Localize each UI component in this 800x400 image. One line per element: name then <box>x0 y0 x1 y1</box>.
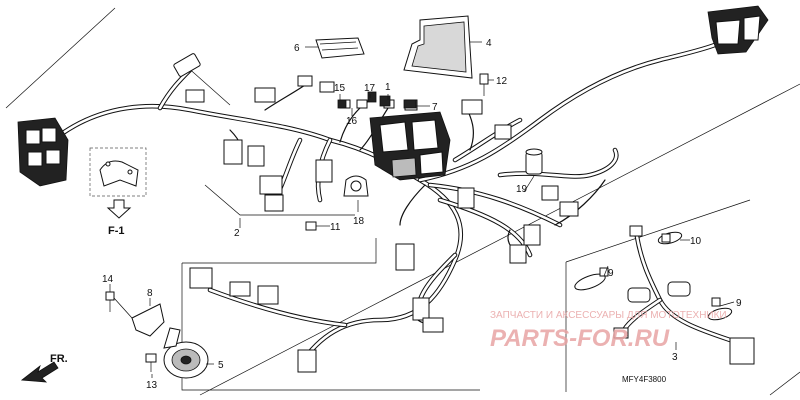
callout-11: 11 <box>330 222 341 233</box>
f1-reference-box <box>89 147 147 219</box>
callout-9a: 9 <box>608 268 614 279</box>
callout-14: 14 <box>102 274 114 285</box>
left-connector-block <box>17 117 69 187</box>
fuse-box-cluster <box>369 111 451 181</box>
callout-12: 12 <box>496 76 508 87</box>
part-11-bolt <box>305 221 317 231</box>
top-right-connector <box>707 5 769 55</box>
callout-10: 10 <box>690 236 702 247</box>
small-relays <box>337 91 417 109</box>
callout-18: 18 <box>353 216 365 227</box>
watermark-text: ЗАПЧАСТИ И АКСЕССУАРЫ ДЛЯ МОТОТЕХНИКИ <box>490 310 727 321</box>
callout-4: 4 <box>486 38 492 49</box>
front-arrow: FR. <box>20 353 68 383</box>
f1-arrow-icon <box>106 199 132 219</box>
callout-2: 2 <box>234 228 240 239</box>
leader-lines <box>109 41 735 378</box>
callout-5: 5 <box>218 360 224 371</box>
part-4-cover <box>403 15 473 79</box>
part-12-bolt <box>479 73 489 96</box>
callouts: 1 2 3 4 5 6 7 8 9 9 10 11 12 13 14 15 16… <box>102 38 742 391</box>
part-18-clamp <box>343 175 369 197</box>
part-19-canister <box>525 148 543 175</box>
diagram-code: MFY4F3800 <box>622 375 667 384</box>
callout-15: 15 <box>334 83 346 94</box>
part-6-control-unit <box>315 37 365 59</box>
figure-ref-label: F-1 <box>108 225 125 237</box>
callout-9b: 9 <box>736 298 742 309</box>
part-5-horn <box>163 327 209 379</box>
watermark: ЗАПЧАСТИ И АКСЕССУАРЫ ДЛЯ МОТОТЕХНИКИ PA… <box>490 310 727 352</box>
callout-1: 1 <box>385 82 391 93</box>
part-13-bolt <box>145 353 157 372</box>
callout-17: 17 <box>364 83 376 94</box>
callout-3: 3 <box>672 352 678 363</box>
cable-ties <box>574 231 733 321</box>
part-8-bracket <box>105 291 165 337</box>
frame-lines <box>5 7 800 396</box>
front-arrow-icon <box>20 361 59 383</box>
callout-19: 19 <box>516 184 528 195</box>
front-label: FR. <box>50 353 68 365</box>
callout-7: 7 <box>432 102 438 113</box>
callout-16: 16 <box>346 116 358 127</box>
callout-13: 13 <box>146 380 158 391</box>
callout-8: 8 <box>147 288 153 299</box>
callout-6: 6 <box>294 43 300 54</box>
part-3-sub-harness <box>613 225 755 365</box>
watermark-brand: PARTS-FOR.RU <box>490 325 670 352</box>
